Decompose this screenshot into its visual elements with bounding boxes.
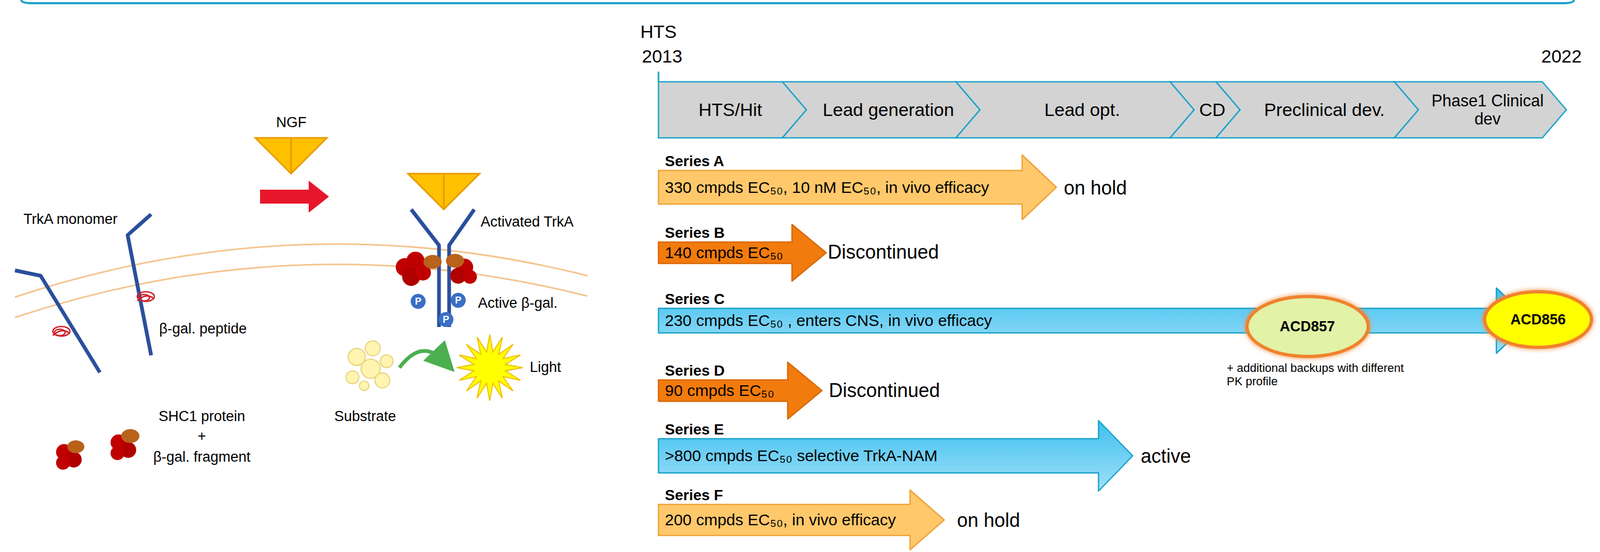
ellipse-outline — [1246, 296, 1369, 357]
status-note: Discontinued — [827, 240, 939, 263]
beta-gal-peptide — [52, 291, 155, 336]
part-name: β-gal. fragment — [153, 448, 251, 466]
series-body: 90 cmpds EC₅₀ — [664, 379, 775, 402]
part-name: Active β-gal. — [477, 294, 558, 312]
phase-chevron: Lead opt. — [955, 81, 1195, 138]
series-arrow: Series A330 cmpds EC₅₀, 10 nM EC₅₀, in v… — [658, 154, 1057, 220]
part-name: + — [197, 427, 207, 445]
chevron-text-area: Lead opt. — [979, 83, 1185, 136]
part-name: NGF — [276, 114, 307, 131]
series-body: 200 cmpds EC₅₀, in vivo efficacy — [664, 504, 897, 536]
shc1-cluster — [56, 428, 140, 470]
activated-trka — [408, 173, 480, 327]
phase-label: CD — [1198, 99, 1226, 120]
arrow-outline — [658, 362, 822, 419]
red-arrow — [260, 180, 329, 213]
part-name: β-gal. peptide — [159, 320, 247, 337]
candidate-ellipse: ACD857 — [1244, 293, 1371, 359]
phase-label: Preclinical dev. — [1264, 99, 1385, 120]
substrate-bubbles — [346, 340, 394, 391]
ellipse-outline — [1484, 291, 1592, 348]
status-note: on hold — [1063, 176, 1127, 199]
phase-chevron: Phase1 Clinical dev — [1394, 81, 1567, 138]
candidate-ellipse: ACD856 — [1481, 288, 1595, 350]
arrow-outline — [658, 287, 1531, 354]
series-heading: Series D — [664, 362, 725, 380]
phase-chevron: HTS/Hit — [658, 81, 807, 138]
series-body: 330 cmpds EC₅₀, 10 nM EC₅₀, in vivo effi… — [664, 170, 990, 205]
series-heading: Series F — [664, 486, 724, 504]
series-heading: Series C — [664, 290, 725, 308]
trka-monomer — [127, 214, 152, 356]
series-heading: Series B — [664, 224, 725, 242]
chevron-outline — [782, 81, 980, 138]
series-body: 140 cmpds EC₅₀ — [664, 241, 783, 264]
part-name: Light — [529, 358, 562, 376]
backup-note: + additional backups with different PK p… — [1226, 361, 1411, 389]
part-name: Substrate — [334, 408, 397, 425]
timeline-start: HTS — [640, 21, 677, 43]
chevron-text-area: Lead generation — [806, 83, 971, 136]
part-name: TrkA monomer — [23, 210, 118, 228]
series-arrow: Series E>800 cmpds EC₅₀ selective TrkA-N… — [658, 420, 1133, 492]
trka-monomer — [14, 270, 100, 373]
chevron-text-area: HTS/Hit — [663, 83, 797, 136]
active-beta-gal — [395, 251, 477, 286]
phosphate-label: P — [455, 294, 462, 307]
cell-membrane — [14, 264, 588, 318]
series-arrow: Series D90 cmpds EC₅₀ — [658, 362, 822, 419]
chevron-outline — [1394, 81, 1567, 138]
series-arrow: Series F200 cmpds EC₅₀, in vivo efficacy — [658, 489, 945, 551]
phosphate-label: P — [442, 314, 450, 326]
part-name: SHC1 protein — [158, 408, 246, 425]
series-arrow: Series B140 cmpds EC₅₀ — [658, 224, 827, 281]
light-burst — [456, 334, 523, 401]
arrow-outline — [658, 420, 1133, 491]
timeline-tick — [657, 71, 660, 82]
phase-label: HTS/Hit — [698, 99, 763, 120]
series-heading: Series A — [664, 152, 725, 170]
ngf-ligand — [255, 137, 327, 174]
phase-label: Lead generation — [822, 99, 955, 120]
phase-label: Phase1 Clinical dev — [1418, 91, 1557, 128]
candidate-name: ACD857 — [1279, 318, 1336, 335]
phase-chevron: Preclinical dev. — [1216, 81, 1419, 138]
timeline-start-year: 2013 — [641, 45, 683, 67]
frame-edge — [21, 0, 1574, 4]
arrow-outline — [658, 224, 827, 281]
phosphate-label: P — [414, 295, 422, 308]
part-name: Activated TrkA — [480, 213, 574, 231]
phase-chevron: Lead generation — [782, 81, 980, 138]
chevron-text-area: Preclinical dev. — [1240, 83, 1409, 136]
series-body: >800 cmpds EC₅₀ selective TrkA-NAM — [664, 438, 938, 473]
chevron-text-area: Phase1 Clinical dev — [1418, 83, 1557, 136]
status-note: active — [1140, 444, 1191, 467]
cell-membrane — [14, 244, 588, 297]
chevron-outline — [955, 81, 1195, 138]
ellipse-text-area: ACD857 — [1251, 299, 1364, 354]
timeline-end-year: 2022 — [1541, 45, 1582, 67]
chevron-outline — [1216, 81, 1419, 138]
chevron-outline — [658, 81, 807, 138]
phosphate-circle — [410, 292, 466, 327]
reaction-arrow — [399, 350, 445, 368]
status-note: on hold — [957, 508, 1021, 531]
phase-label: Lead opt. — [1044, 99, 1121, 120]
series-body: 230 cmpds EC₅₀ , enters CNS, in vivo eff… — [664, 308, 993, 333]
series-heading: Series E — [664, 420, 725, 438]
candidate-name: ACD856 — [1510, 311, 1566, 328]
ellipse-text-area: ACD856 — [1489, 294, 1587, 345]
status-note: Discontinued — [828, 379, 940, 402]
series-arrow: Series C230 cmpds EC₅₀ , enters CNS, in … — [658, 287, 1531, 360]
